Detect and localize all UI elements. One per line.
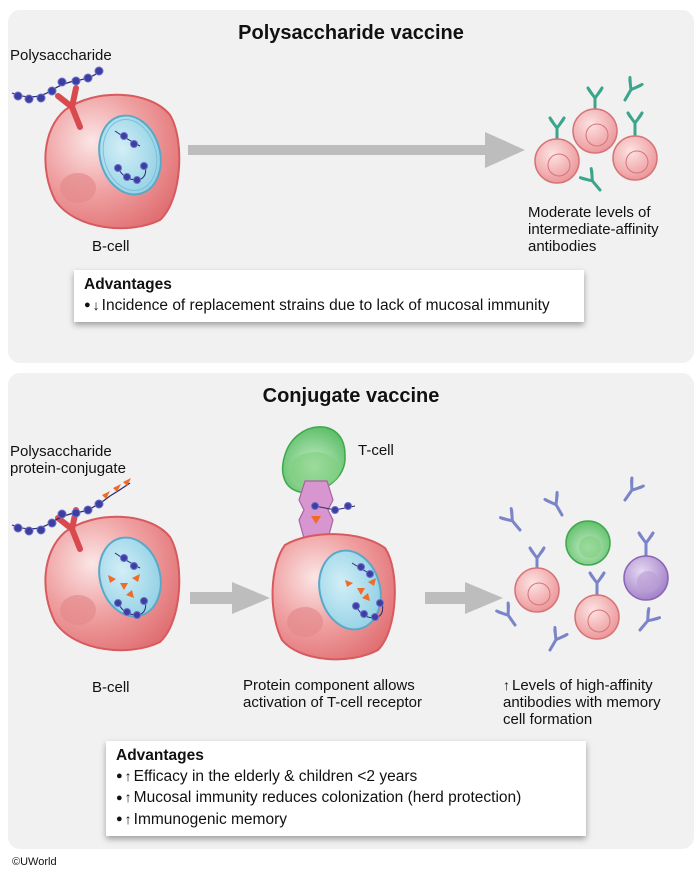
tcr-mhc-complex: [298, 480, 334, 543]
bullet: ●: [84, 299, 91, 312]
increase-arrow-icon: ↑: [503, 677, 510, 693]
advantages-header: Advantages: [84, 276, 172, 293]
middle-label-line: Protein component allows: [243, 677, 415, 694]
conjugate-label-line: Polysaccharide: [10, 443, 112, 460]
conjugate-chain: [11, 478, 131, 536]
plasma-and-memory-cell-group: [495, 476, 669, 655]
advantage-item: ●↑Mucosal immunity reduces colonization …: [116, 787, 576, 808]
advantages-header: Advantages: [116, 747, 204, 764]
result-text: Levels of high-affinity: [512, 677, 653, 694]
b-cell-label: B-cell: [92, 238, 130, 255]
nucleus-dna: [108, 552, 148, 619]
b-cell-receptor: [55, 85, 83, 130]
polysaccharide-chain: [11, 66, 104, 104]
result-line: intermediate-affinity: [528, 221, 659, 238]
conjugate-label: Polysaccharide protein-conjugate: [10, 443, 126, 477]
bullet: ●: [116, 791, 123, 804]
activated-b-cell: [271, 533, 396, 661]
flow-arrow: [188, 132, 525, 168]
result-line: antibodies: [528, 238, 597, 255]
middle-label-line: activation of T-cell receptor: [243, 694, 422, 711]
increase-arrow-icon: ↑: [124, 768, 132, 784]
bullet: ●: [116, 770, 123, 783]
flow-arrow: [190, 582, 270, 614]
plasma-cell-group: [534, 75, 658, 196]
advantages-box: Advantages ●↓Incidence of replacement st…: [74, 270, 584, 323]
decrease-arrow-icon: ↓: [92, 297, 100, 313]
flow-arrow: [425, 582, 503, 614]
advantage-item: ●↓Incidence of replacement strains due t…: [84, 295, 574, 316]
bullet: ●: [116, 813, 123, 826]
b-cell: [44, 93, 181, 230]
t-cell: [281, 426, 346, 494]
advantage-item: ●↑Efficacy in the elderly & children <2 …: [116, 766, 576, 787]
increase-arrow-icon: ↑: [124, 810, 132, 827]
t-cell-label: T-cell: [358, 442, 394, 459]
advantage-item: ●↑Immunogenic memory: [116, 809, 576, 830]
advantage-text: Mucosal immunity reduces colonization (h…: [133, 789, 522, 807]
result-label: ↑Levels of high-affinity antibodies with…: [503, 677, 661, 728]
panel-title: Conjugate vaccine: [262, 385, 440, 407]
polysaccharide-label: Polysaccharide: [10, 47, 112, 64]
result-label: Moderate levels of intermediate-affinity…: [528, 204, 659, 255]
golgi: [60, 173, 96, 203]
conjugate-label-line: protein-conjugate: [10, 460, 126, 477]
panel-title: Polysaccharide vaccine: [238, 22, 464, 44]
nucleus-dna: [345, 562, 384, 621]
advantage-text: Efficacy in the elderly & children <2 ye…: [133, 768, 418, 785]
presented-antigen: [311, 502, 356, 524]
middle-label: Protein component allows activation of T…: [243, 677, 422, 711]
advantage-text: Incidence of replacement strains due to …: [101, 297, 550, 314]
result-line: cell formation: [503, 711, 593, 728]
result-line: ↑Levels of high-affinity: [503, 677, 661, 694]
copyright: ©UWorld: [12, 856, 57, 868]
result-line: Moderate levels of: [528, 204, 651, 221]
b-cell: [44, 515, 181, 652]
increase-arrow-icon: ↑: [124, 789, 132, 806]
advantage-text: Immunogenic memory: [133, 810, 287, 828]
b-cell-label: B-cell: [92, 679, 130, 696]
result-line: antibodies with memory: [503, 694, 661, 711]
advantages-box: Advantages ●↑Efficacy in the elderly & c…: [106, 741, 586, 837]
nucleus-dna: [114, 130, 148, 184]
